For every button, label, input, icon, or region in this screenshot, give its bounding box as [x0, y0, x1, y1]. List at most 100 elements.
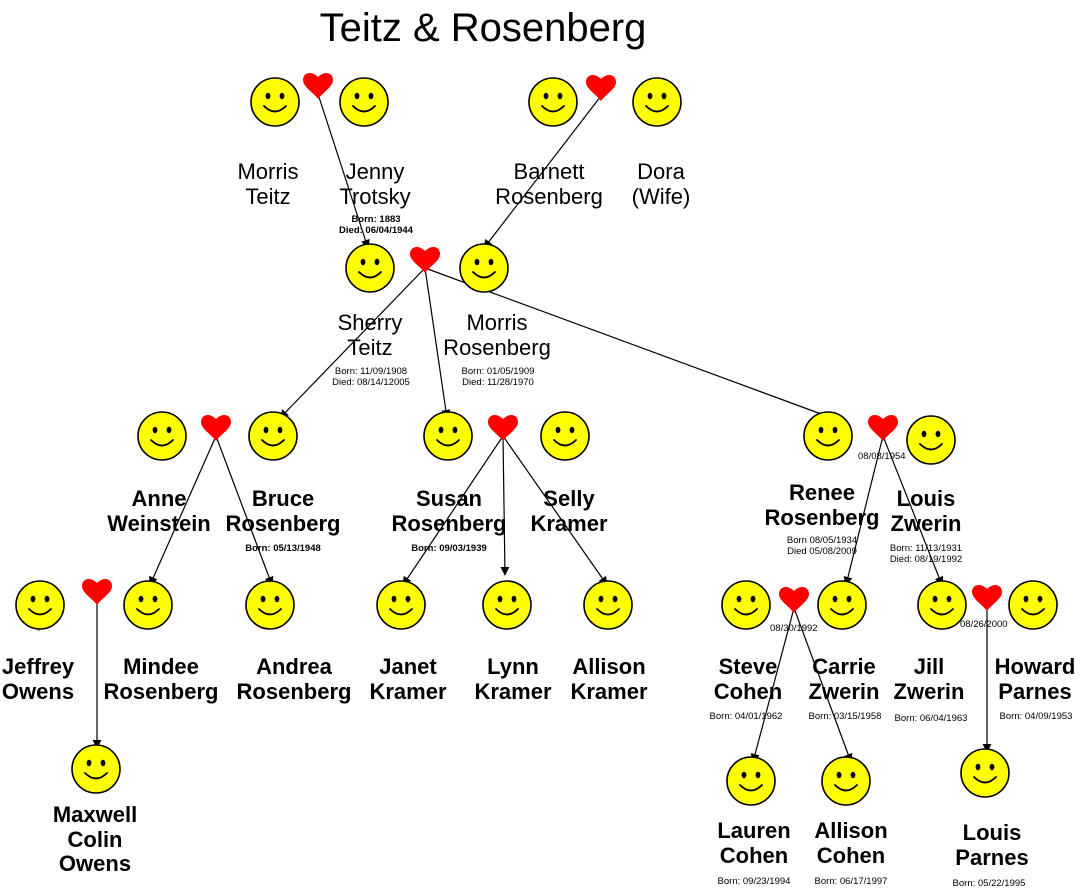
person-dates-allison-cohen: Born: 06/17/1997	[815, 876, 888, 887]
person-dates-steve-cohen: Born: 04/01/1962	[710, 711, 783, 722]
smiley-face-icon	[345, 243, 395, 293]
connector-arrow	[424, 267, 833, 420]
smiley-face-icon	[71, 744, 121, 794]
text-line: Born: 06/04/1963	[894, 713, 968, 724]
text-line: Born: 09/03/1939	[411, 543, 487, 554]
text-line: Steve	[718, 654, 778, 679]
smiley-face-icon	[821, 756, 871, 806]
smiley-face-icon	[540, 411, 590, 461]
smiley-face-icon	[917, 580, 967, 630]
heart-icon	[488, 415, 518, 441]
text-line: Weinstein	[107, 510, 211, 536]
marriage-date: 08/26/2000	[960, 619, 1008, 630]
text-line: Maxwell	[52, 802, 138, 827]
smiley-face-icon	[482, 580, 532, 630]
text-line: Parnes	[955, 844, 1029, 870]
text-line: Born: 05/22/1995	[952, 878, 1026, 888]
text-line: Mindee	[123, 654, 199, 679]
text-line: Morris	[237, 159, 299, 184]
smiley-face-icon	[137, 411, 187, 461]
smiley-face-icon	[721, 580, 771, 630]
text-line: Born: 06/17/1997	[814, 876, 888, 887]
text-line: Louis	[896, 486, 956, 511]
text-line: Kramer	[530, 510, 608, 536]
text-line: Selly	[543, 486, 595, 511]
smiley-face-icon	[423, 411, 473, 461]
text-line: Barnett	[513, 159, 585, 184]
text-line: Bruce	[251, 486, 315, 511]
text-line: Lynn	[487, 654, 539, 679]
smiley-face-icon	[339, 77, 389, 127]
smiley-face-icon	[376, 580, 426, 630]
smiley-face-icon	[960, 748, 1010, 798]
text-line: Rosenberg	[443, 334, 551, 360]
marriage-date: 08/08/1954	[858, 451, 906, 462]
text-line: Born: 05/13/1948	[245, 543, 321, 554]
text-line: Zwerin	[893, 678, 965, 704]
text-line: Renee	[788, 480, 856, 505]
smiley-face-icon	[632, 77, 682, 127]
smiley-face-icon	[245, 580, 295, 630]
text-line: Kramer	[369, 678, 447, 704]
text-line: Cohen	[713, 678, 783, 704]
person-dates-bruce-rosenberg: Born: 05/13/1948	[245, 543, 321, 554]
text-line: Rosenberg	[391, 510, 507, 536]
text-line: Rosenberg	[495, 183, 603, 209]
connector-arrow	[843, 435, 884, 586]
heart-icon	[82, 579, 112, 605]
heart-icon	[972, 585, 1002, 611]
text-line: Born: 01/05/1909	[461, 366, 535, 377]
text-line: Owens	[1, 678, 75, 704]
text-line: Cohen	[816, 842, 886, 868]
text-line: Born: 1883	[351, 214, 401, 225]
text-line: Died: 08/19/1992	[889, 554, 963, 566]
smiley-face-icon	[15, 580, 65, 630]
connector-arrow	[500, 435, 510, 576]
text-line: Rosenberg	[103, 678, 219, 704]
text-line: Lauren	[717, 818, 791, 843]
text-line: Morris	[466, 310, 528, 335]
connector-arrow	[317, 93, 370, 249]
text-line: Louis	[962, 820, 1022, 845]
text-line: Born 08/05/1934	[786, 535, 858, 546]
text-line: Born: 03/15/1958	[808, 711, 882, 722]
text-line: Colin	[67, 826, 123, 852]
smiley-face-icon	[906, 415, 956, 465]
person-dates-howard-parnes: Born: 04/09/1953	[1000, 711, 1073, 722]
text-line: Kramer	[474, 678, 552, 704]
text-line: Cohen	[719, 842, 789, 868]
person-name-dora-wife: Dora(Wife)	[632, 159, 691, 209]
connector-arrow	[402, 435, 504, 586]
text-line: Allison	[814, 818, 888, 843]
person-dates-lauren-cohen: Born: 09/23/1994	[718, 876, 791, 887]
text-line: Zwerin	[890, 510, 962, 536]
connector-arrow	[750, 607, 795, 763]
text-line: Carrie	[812, 654, 876, 679]
text-line: Died: 06/04/1944	[339, 225, 413, 237]
text-line: Teitz	[347, 334, 393, 360]
heart-icon	[201, 415, 231, 441]
heart-icon	[586, 75, 616, 101]
heart-icon	[410, 247, 440, 273]
text-line: Howard	[994, 654, 1076, 679]
